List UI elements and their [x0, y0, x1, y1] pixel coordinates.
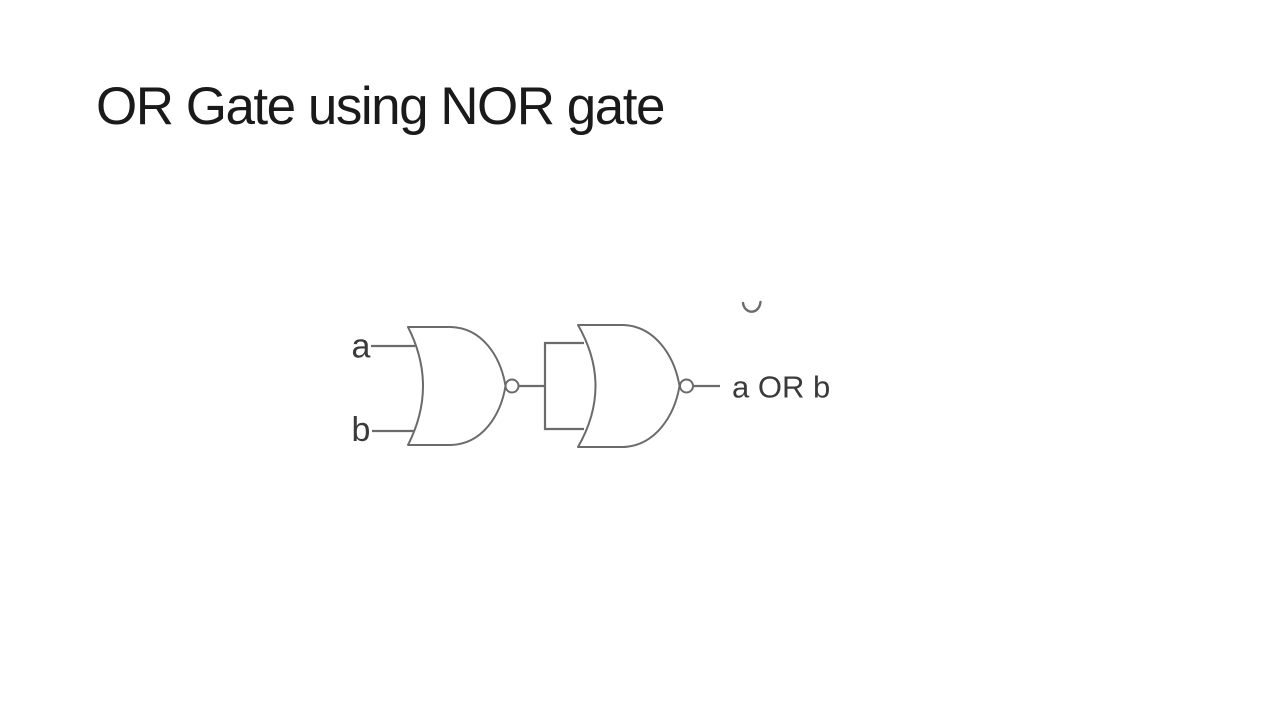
nor-gate-2-body: [577, 324, 681, 448]
nor-gate-1-output-bubble: [504, 378, 520, 394]
fanout-branch-wire: [543, 341, 584, 431]
cropped-text-artifact: [741, 300, 762, 313]
input-b-label: b: [352, 411, 371, 449]
nor-gate-1-body: [407, 326, 507, 446]
nor-gate-2-output-bubble: [679, 378, 694, 394]
slide-title: OR Gate using NOR gate: [96, 77, 665, 136]
output-label: a OR b: [732, 370, 830, 405]
input-a-label: a: [352, 328, 371, 366]
nor-gate-circuit-diagram: a b a OR b: [352, 300, 830, 449]
